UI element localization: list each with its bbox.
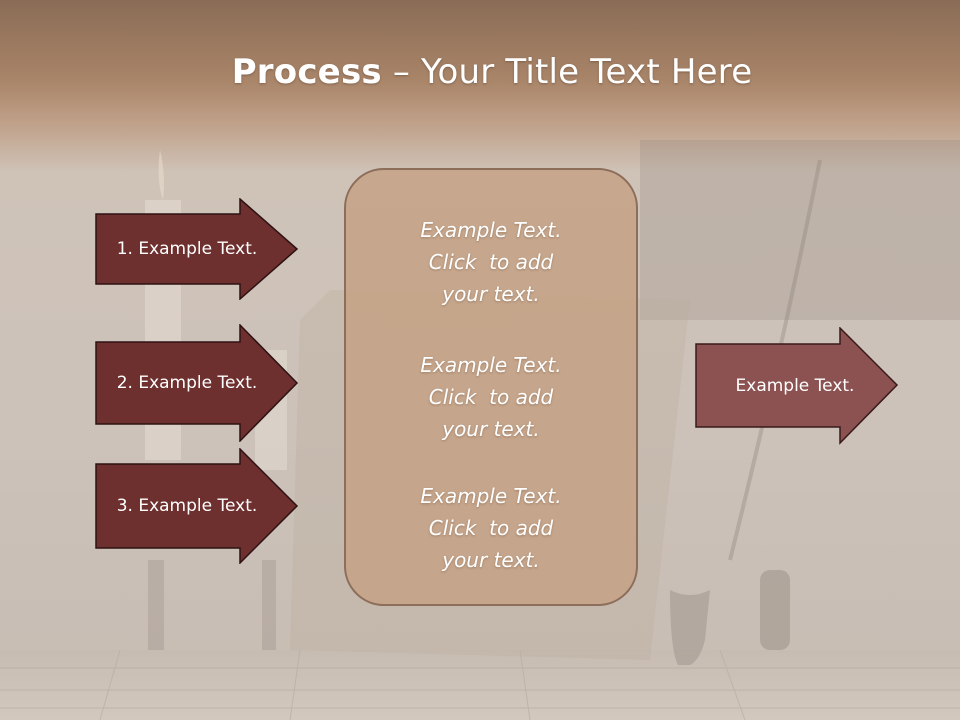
step-label-3: 3. Example Text. — [116, 496, 258, 516]
center-item-1: Example Text. Click to add your text. — [346, 214, 636, 310]
center-item-3-line2: Click to add — [428, 516, 554, 540]
center-item-2-line2: Click to add — [428, 385, 554, 409]
center-item-2-line1: Example Text. — [420, 353, 562, 377]
center-text-box[interactable]: Example Text. Click to add your text. Ex… — [344, 168, 638, 606]
step-arrow-3[interactable]: 3. Example Text. — [95, 448, 299, 564]
center-item-1-line2: Click to add — [428, 250, 554, 274]
center-item-2-line3: your text. — [442, 417, 540, 441]
center-item-3-line1: Example Text. — [420, 484, 562, 508]
center-item-3-line3: your text. — [442, 548, 540, 572]
step-arrow-2[interactable]: 2. Example Text. — [95, 324, 299, 442]
step-label-1: 1. Example Text. — [116, 239, 258, 259]
center-item-3: Example Text. Click to add your text. — [346, 480, 636, 576]
center-item-2: Example Text. Click to add your text. — [346, 349, 636, 445]
arrow-shape-icon — [95, 324, 299, 442]
center-item-1-line3: your text. — [442, 282, 540, 306]
arrow-shape-icon — [95, 198, 299, 300]
title-rest: – Your Title Text Here — [381, 52, 753, 92]
arrow-shape-icon — [95, 448, 299, 564]
output-arrow[interactable]: Example Text. — [695, 327, 899, 445]
step-label-2: 2. Example Text. — [116, 373, 258, 393]
title-bold: Process — [231, 52, 382, 92]
arrow-shape-icon — [695, 327, 899, 445]
step-arrow-1[interactable]: 1. Example Text. — [95, 198, 299, 300]
page-title: Process – Your Title Text Here — [0, 52, 960, 92]
center-item-1-line1: Example Text. — [420, 218, 562, 242]
output-label: Example Text. — [735, 376, 855, 396]
